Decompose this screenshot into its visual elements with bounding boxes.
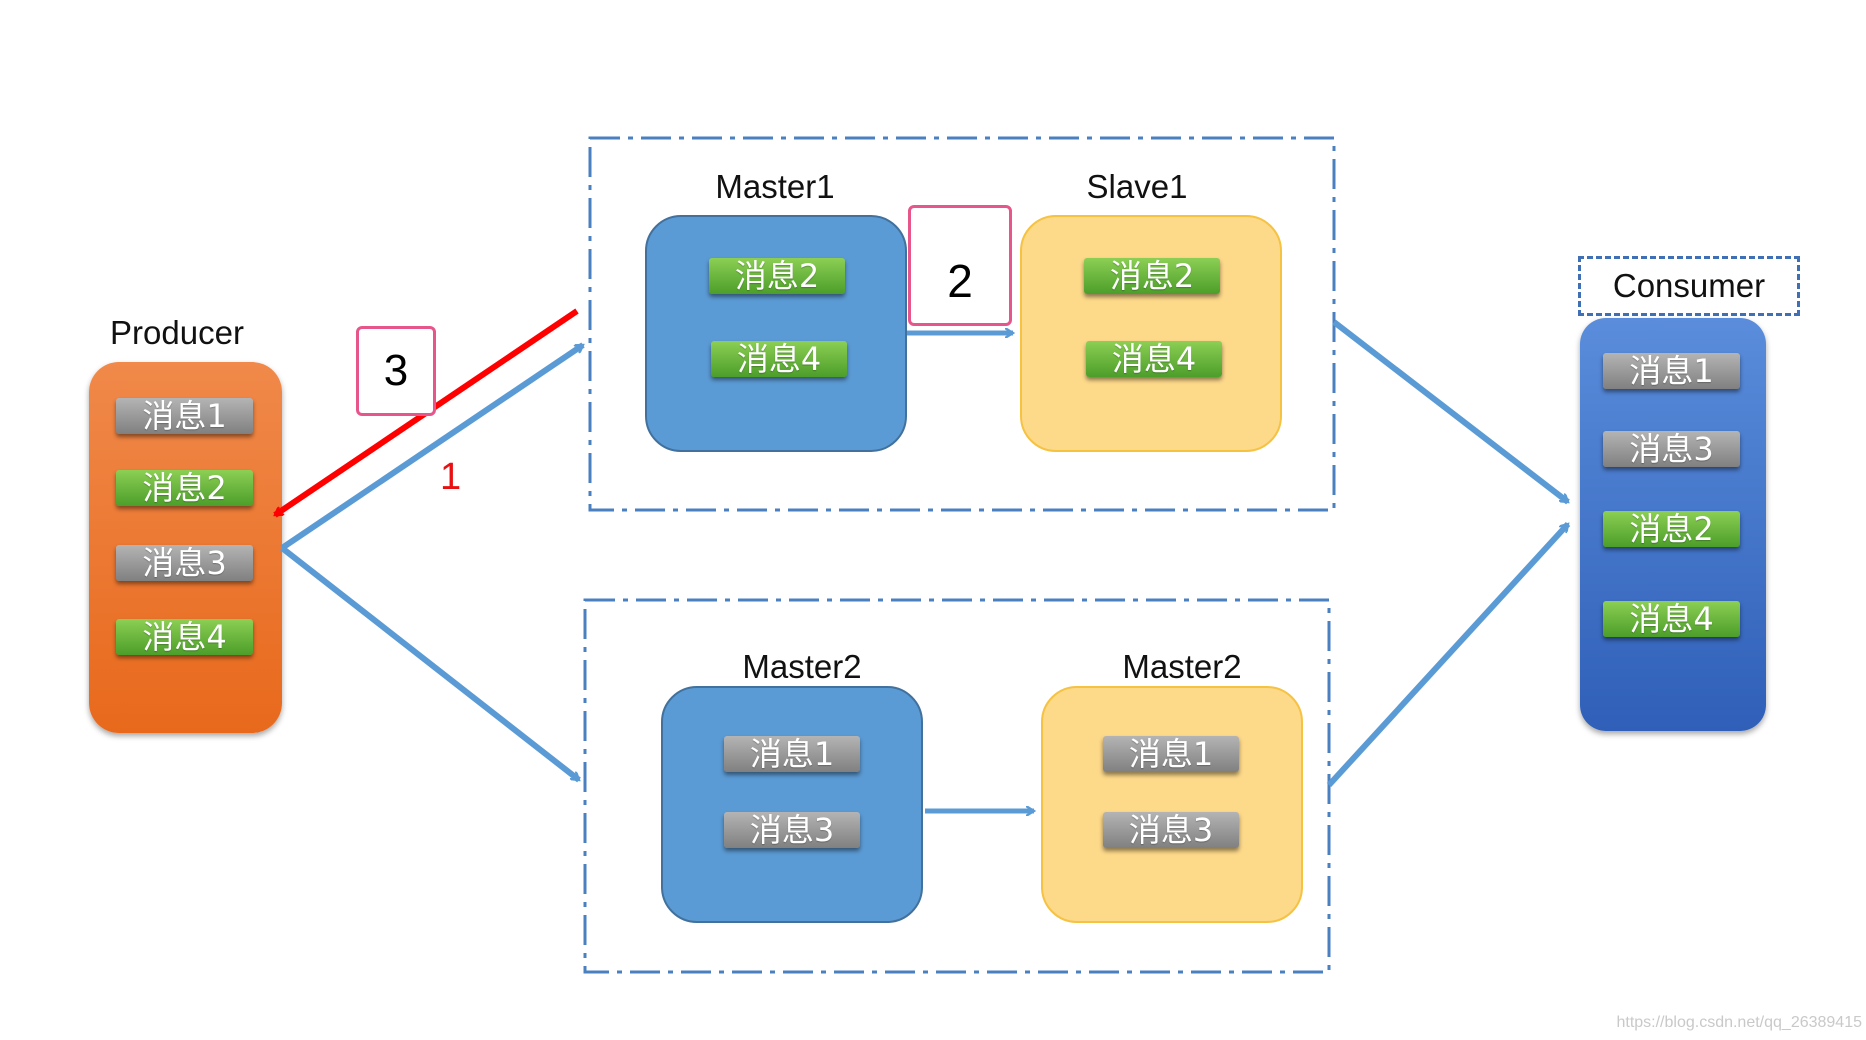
master1-message-2: 消息4 (711, 341, 847, 377)
group2-frame (583, 598, 1331, 974)
watermark: https://blog.csdn.net/qq_26389415 (1616, 1014, 1862, 1031)
master1-node: 消息2 消息4 (645, 215, 907, 452)
slave1-node: 消息2 消息4 (1020, 215, 1282, 452)
slave1-message-2: 消息4 (1086, 341, 1222, 377)
master1-message-1: 消息2 (709, 258, 845, 294)
consumer-message-1: 消息1 (1603, 353, 1740, 389)
master2-replica-node: 消息1 消息3 (1041, 686, 1303, 923)
slave1-label: Slave1 (1086, 168, 1188, 205)
producer-label: Producer (110, 314, 244, 351)
producer-message-3: 消息3 (116, 545, 253, 581)
consumer-message-3: 消息2 (1603, 511, 1740, 547)
master2-replica-message-1: 消息1 (1103, 736, 1239, 772)
master2-node: 消息1 消息3 (661, 686, 923, 923)
step-1-label: 1 (440, 456, 462, 498)
step-3-badge: 3 (356, 326, 436, 416)
arrow-group2-to-consumer (1326, 521, 1571, 788)
master2-message-1: 消息1 (724, 736, 860, 772)
master2-replica-message-2: 消息3 (1103, 812, 1239, 848)
arrow-group1-to-consumer (1332, 319, 1570, 505)
consumer-message-4: 消息4 (1603, 601, 1740, 637)
consumer-node: 消息1 消息3 消息2 消息4 (1580, 318, 1766, 731)
master1-label: Master1 (715, 168, 835, 205)
producer-message-1: 消息1 (116, 398, 253, 434)
consumer-label: Consumer (1578, 256, 1800, 316)
producer-node: 消息1 消息2 消息3 消息4 (89, 362, 282, 733)
master2-message-2: 消息3 (724, 812, 860, 848)
producer-message-4: 消息4 (116, 619, 253, 655)
consumer-message-2: 消息3 (1603, 431, 1740, 467)
arrow-producer-to-group2 (280, 545, 581, 783)
producer-message-2: 消息2 (116, 470, 253, 506)
master2-replica-label: Master2 (1122, 648, 1242, 685)
arrow-producer-to-group1 (280, 342, 583, 551)
step-2-badge: 2 (908, 205, 1012, 326)
slave1-message-1: 消息2 (1084, 258, 1220, 294)
master2-label: Master2 (742, 648, 862, 685)
